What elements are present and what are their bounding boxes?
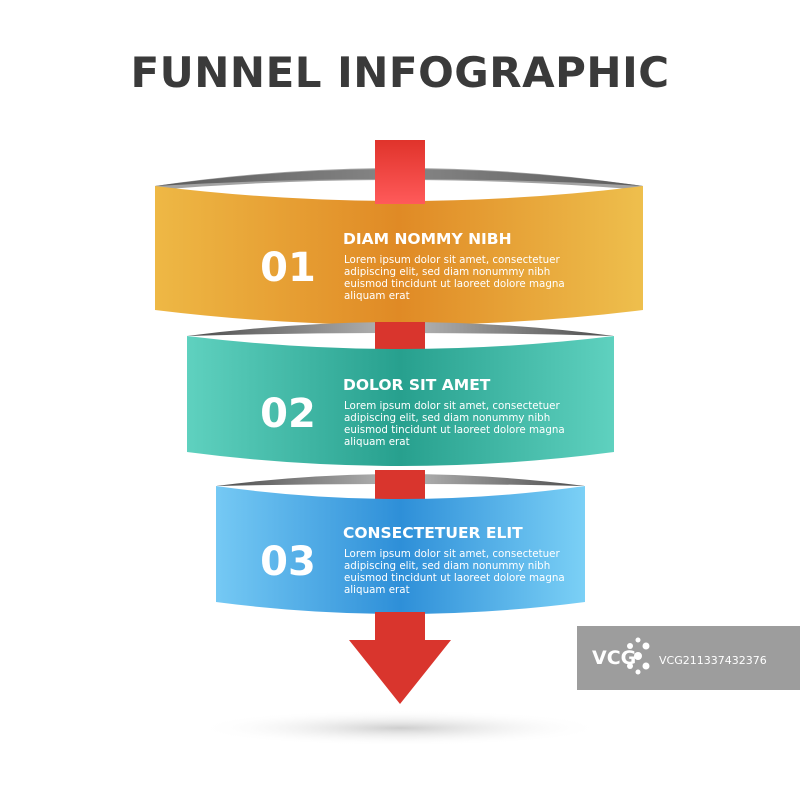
funnel-step-1: 01 DIAM NOMMY NIBH Lorem ipsum dolor sit…: [155, 140, 643, 325]
step-3-heading: CONSECTETUER ELIT: [343, 524, 523, 542]
step-3-line-1: Lorem ipsum dolor sit amet, consectetuer: [344, 548, 561, 560]
watermark-logo: VCG: [592, 647, 636, 669]
arrow-shaft-2: [375, 322, 425, 352]
step-2-line-3: euismod tincidunt ut laoreet dolore magn…: [344, 424, 565, 436]
step-3-number: 03: [260, 539, 316, 585]
band-1-body: [155, 186, 643, 325]
step-1-line-1: Lorem ipsum dolor sit amet, consectetuer: [344, 254, 561, 266]
funnel-step-3: 03 CONSECTETUER ELIT Lorem ipsum dolor s…: [216, 470, 585, 614]
step-2-heading: DOLOR SIT AMET: [343, 376, 491, 394]
step-3-line-4: aliquam erat: [344, 584, 410, 596]
ground-shadow: [195, 710, 605, 746]
watermark: VCG VCG211337432376: [577, 626, 800, 690]
arrow-down-icon: [349, 612, 451, 704]
watermark-flower-icon: [627, 637, 650, 675]
step-2-number: 02: [260, 391, 316, 437]
step-1-line-2: adipiscing elit, sed diam nonummy nibh: [344, 266, 550, 278]
band-2-body: [187, 336, 614, 466]
band-3-body: [216, 486, 585, 614]
step-1-heading: DIAM NOMMY NIBH: [343, 230, 512, 248]
step-3-line-3: euismod tincidunt ut laoreet dolore magn…: [344, 572, 565, 584]
arrow-shaft-3: [375, 470, 425, 504]
step-1-number: 01: [260, 245, 316, 291]
funnel-step-2: 02 DOLOR SIT AMET Lorem ipsum dolor sit …: [187, 322, 614, 466]
step-3-line-2: adipiscing elit, sed diam nonummy nibh: [344, 560, 550, 572]
step-2-line-2: adipiscing elit, sed diam nonummy nibh: [344, 412, 550, 424]
step-2-line-4: aliquam erat: [344, 436, 410, 448]
page-title: FUNNEL INFOGRAPHIC: [130, 48, 670, 97]
arrow-shaft-1: [375, 140, 425, 204]
step-2-line-1: Lorem ipsum dolor sit amet, consectetuer: [344, 400, 561, 412]
step-1-line-4: aliquam erat: [344, 290, 410, 302]
watermark-id: VCG211337432376: [659, 654, 767, 667]
step-1-line-3: euismod tincidunt ut laoreet dolore magn…: [344, 278, 565, 290]
